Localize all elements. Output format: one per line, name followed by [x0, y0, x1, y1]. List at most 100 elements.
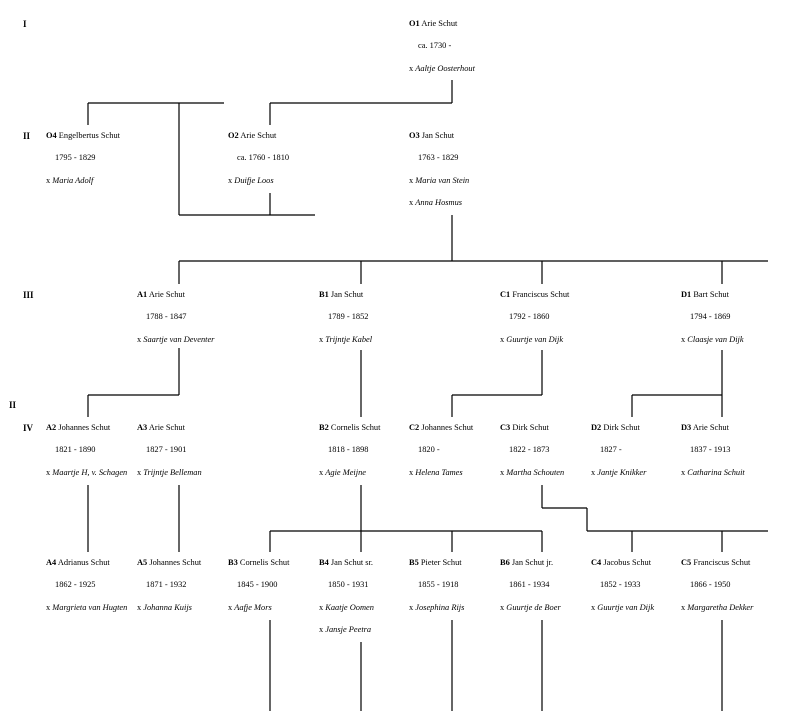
- spouse: x Jantje Knikker: [591, 468, 647, 477]
- spouse: x Maria van Stein: [409, 176, 470, 185]
- generation-label-3: III: [23, 290, 34, 300]
- person-dates: 1850 - 1931: [328, 580, 369, 589]
- person-dates: 1818 - 1898: [328, 445, 369, 454]
- person-code: D2: [591, 423, 602, 432]
- person-code: B1: [319, 290, 329, 299]
- person-name: A4 Adrianus Schut: [46, 558, 110, 567]
- person-name: B3 Cornelis Schut: [228, 558, 290, 567]
- person-dates: 1861 - 1934: [509, 580, 550, 589]
- spouse: x Jansje Peetra: [319, 625, 372, 634]
- person-dates: 1821 - 1890: [55, 445, 96, 454]
- spouse: x Catharina Schuit: [681, 468, 745, 477]
- person-dates: 1871 - 1932: [146, 580, 187, 589]
- person-name: A1 Arie Schut: [137, 290, 185, 299]
- spouse: x Maartje H, v. Schagen: [46, 468, 128, 477]
- person-code: A2: [46, 423, 57, 432]
- spouse: x Margaretha Dekker: [681, 603, 754, 612]
- person-name: C3 Dirk Schut: [500, 423, 549, 432]
- person-code: D3: [681, 423, 692, 432]
- generation-label-2: II: [23, 131, 31, 141]
- person-dates: 1794 - 1869: [690, 312, 731, 321]
- person-code: O3: [409, 131, 420, 140]
- spouse: x Guurtje van Dijk: [591, 603, 655, 612]
- person-code: C2: [409, 423, 420, 432]
- generation-label-4: IV: [23, 423, 34, 433]
- person-dates: 1792 - 1860: [509, 312, 550, 321]
- spouse: x Helena Tames: [409, 468, 463, 477]
- person-name: A5 Johannes Schut: [137, 558, 202, 567]
- person-dates: 1795 - 1829: [55, 153, 96, 162]
- person-name: D2 Dirk Schut: [591, 423, 640, 432]
- person-code: B3: [228, 558, 238, 567]
- spouse: x Margrieta van Hugten: [46, 603, 128, 612]
- spouse: x Aafje Mors: [228, 603, 272, 612]
- person-dates: 1827 -: [600, 445, 622, 454]
- spouse: x Kaatje Oomen: [319, 603, 374, 612]
- person-dates: 1789 - 1852: [328, 312, 369, 321]
- spouse: x Claasje van Dijk: [681, 335, 744, 344]
- spouse: x Johanna Kuijs: [137, 603, 192, 612]
- person-code: B6: [500, 558, 510, 567]
- person-name: B1 Jan Schut: [319, 290, 364, 299]
- person-code: C5: [681, 558, 692, 567]
- person-code: B2: [319, 423, 329, 432]
- person-code: A4: [46, 558, 57, 567]
- person-name: A2 Johannes Schut: [46, 423, 111, 432]
- person-code: B4: [319, 558, 329, 567]
- person-name: C1 Franciscus Schut: [500, 290, 570, 299]
- spouse: x Martha Schouten: [500, 468, 565, 477]
- person-dates: 1837 - 1913: [690, 445, 731, 454]
- person-dates: 1862 - 1925: [55, 580, 96, 589]
- person-dates: 1845 - 1900: [237, 580, 278, 589]
- person-dates: 1827 - 1901: [146, 445, 187, 454]
- person-name: C4 Jacobus Schut: [591, 558, 652, 567]
- person-dates: 1855 - 1918: [418, 580, 459, 589]
- person-code: A3: [137, 423, 148, 432]
- spouse: x Trijntje Belleman: [137, 468, 202, 477]
- spouse: x Josephina Rijs: [409, 603, 465, 612]
- person-name: O3 Jan Schut: [409, 131, 455, 140]
- spouse: x Anna Hosmus: [409, 198, 463, 207]
- person-code: C4: [591, 558, 602, 567]
- person-dates: 1763 - 1829: [418, 153, 459, 162]
- spouse: x Maria Adolf: [46, 176, 94, 185]
- person-dates: ca. 1730 -: [418, 41, 452, 50]
- person-code: C3: [500, 423, 511, 432]
- person-name: O1 Arie Schut: [409, 19, 458, 28]
- person-code: B5: [409, 558, 419, 567]
- person-dates: 1820 -: [418, 445, 440, 454]
- person-name: B2 Cornelis Schut: [319, 423, 381, 432]
- spouse: x Agie Meijne: [319, 468, 366, 477]
- generation-label-2b: II: [9, 400, 17, 410]
- person-dates: ca. 1760 - 1810: [237, 153, 290, 162]
- person-name: B4 Jan Schut sr.: [319, 558, 373, 567]
- person-code: O2: [228, 131, 239, 140]
- spouse: x Guurtje de Boer: [500, 603, 561, 612]
- person-name: A3 Arie Schut: [137, 423, 185, 432]
- person-code: O1: [409, 19, 420, 28]
- generation-label-1: I: [23, 19, 27, 29]
- spouse: x Trijntje Kabel: [319, 335, 373, 344]
- spouse: x Guurtje van Dijk: [500, 335, 564, 344]
- person-name: C5 Franciscus Schut: [681, 558, 751, 567]
- person-code: C1: [500, 290, 511, 299]
- person-name: O4 Engelbertus Schut: [46, 131, 120, 140]
- person-code: D1: [681, 290, 692, 299]
- person-dates: 1822 - 1873: [509, 445, 550, 454]
- spouse: x Aaltje Oosterhout: [409, 64, 475, 73]
- person-dates: 1852 - 1933: [600, 580, 641, 589]
- person-name: D3 Arie Schut: [681, 423, 729, 432]
- person-dates: 1788 - 1847: [146, 312, 187, 321]
- person-code: A1: [137, 290, 148, 299]
- spouse: x Saartje van Deventer: [137, 335, 215, 344]
- person-dates: 1866 - 1950: [690, 580, 731, 589]
- person-name: B6 Jan Schut jr.: [500, 558, 554, 567]
- person-name: D1 Bart Schut: [681, 290, 729, 299]
- person-name: O2 Arie Schut: [228, 131, 277, 140]
- person-name: B5 Pieter Schut: [409, 558, 462, 567]
- spouse: x Duifje Loos: [228, 176, 274, 185]
- person-name: C2 Johannes Schut: [409, 423, 474, 432]
- person-code: O4: [46, 131, 57, 140]
